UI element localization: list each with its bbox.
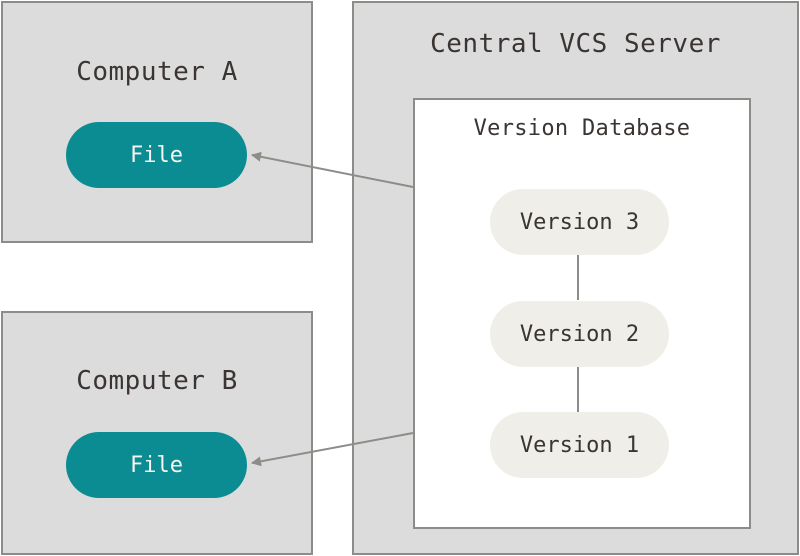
version-database-title: Version Database: [473, 116, 691, 141]
version-2-node: Version 2: [490, 301, 669, 367]
computer-b-title: Computer B: [76, 366, 238, 396]
computer-a-title: Computer A: [76, 57, 238, 87]
version-3-node: Version 3: [490, 189, 669, 255]
computer-b-file: File: [66, 432, 247, 498]
version-1-node: Version 1: [490, 412, 669, 478]
computer-a-file: File: [66, 122, 247, 188]
server-title: Central VCS Server: [430, 29, 721, 59]
computer-a-box: Computer A: [1, 1, 313, 243]
